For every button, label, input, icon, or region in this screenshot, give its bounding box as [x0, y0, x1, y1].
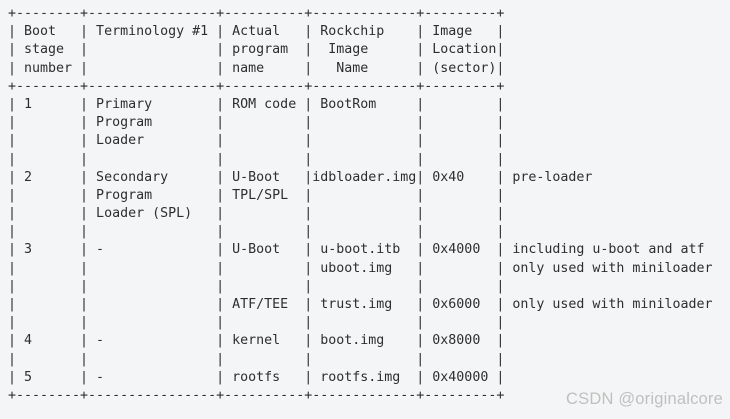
ascii-line: +--------+----------------+----------+--… — [8, 6, 505, 21]
ascii-line: | | Program | | | | — [8, 115, 505, 131]
ascii-line: | | | | | | — [8, 278, 505, 294]
ascii-line: +--------+----------------+----------+--… — [8, 78, 505, 94]
ascii-line: | | | | | | — [8, 224, 505, 240]
ascii-line: | | Program | TPL/SPL | | | — [8, 187, 505, 203]
ascii-line: | 1 | Primary | ROM code | BootRom | | — [8, 96, 505, 112]
ascii-line: | number | | name | Name | (sector)| — [8, 60, 505, 76]
ascii-line: | | Loader | | | | — [8, 133, 505, 149]
ascii-line: | Boot | Terminology #1 | Actual | Rockc… — [8, 24, 505, 40]
ascii-line: | 4 | - | kernel | boot.img | 0x8000 | — [8, 333, 505, 349]
ascii-line: | | | ATF/TEE | trust.img | 0x6000 | onl… — [8, 297, 713, 312]
ascii-line: | | | | | | — [8, 351, 505, 367]
csdn-watermark: CSDN @originalcore — [566, 390, 723, 408]
ascii-line: +--------+----------------+----------+--… — [8, 387, 505, 403]
ascii-line: | 5 | - | rootfs | rootfs.img | 0x40000 … — [8, 369, 505, 385]
boot-stage-ascii-table: +--------+----------------+----------+--… — [8, 6, 713, 403]
ascii-line: | 3 | - | U-Boot | u-boot.itb | 0x4000 |… — [8, 242, 705, 258]
ascii-line: | | Loader (SPL) | | | | — [8, 206, 505, 222]
ascii-line: | | | | uboot.img | | only used with min… — [8, 260, 713, 276]
ascii-line: | | | | | | — [8, 151, 505, 167]
ascii-line: | stage | | program | Image | Location| — [8, 42, 505, 58]
ascii-line: | 2 | Secondary | U-Boot |idbloader.img|… — [8, 169, 593, 185]
ascii-line: | | | | | | — [8, 315, 505, 331]
